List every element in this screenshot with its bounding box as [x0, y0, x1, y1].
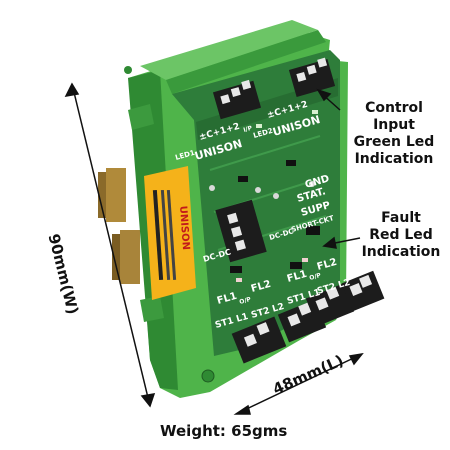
callout-line-2: Red Led [369, 227, 433, 243]
callout-line-1: Fault [381, 210, 421, 226]
red-led-indicators [236, 258, 308, 282]
callout-line-1: Control [365, 100, 423, 116]
smd-components [209, 160, 320, 273]
input-connector-right [288, 57, 336, 97]
din-rail-clip [98, 168, 140, 284]
silk-fl2-left: FL2 [250, 279, 272, 295]
callout-line-2: Input [373, 117, 415, 133]
control-input-callout: Control Input Green Led Indication [338, 100, 450, 168]
sticker-brand: UNISON [177, 205, 191, 250]
callout-line-3: Indication [361, 244, 441, 260]
silk-fl1-left: FL1 [216, 291, 238, 307]
output-connector-right-b [341, 270, 385, 312]
silk-io: I/P [243, 125, 254, 134]
fault-callout: Fault Red Led Indication [352, 210, 450, 261]
silk-fl1-right: FL1 [286, 269, 308, 285]
green-led-indicators [256, 110, 318, 128]
dimension-lines [64, 82, 364, 415]
output-connector-right-a [305, 283, 355, 327]
silk-fl2-right: FL2 [316, 257, 338, 273]
callout-line-4: Indication [354, 151, 434, 167]
silk-op-left: O/P [239, 296, 253, 306]
silk-op-right: O/P [309, 272, 323, 282]
product-sticker: UNISON [144, 166, 196, 300]
weight-label: Weight: 65gms [160, 422, 288, 440]
input-connector-left [212, 79, 262, 120]
dc-dc-module [215, 199, 267, 263]
output-connector-left-a [231, 316, 287, 364]
callout-line-3: Green Led [353, 134, 435, 150]
